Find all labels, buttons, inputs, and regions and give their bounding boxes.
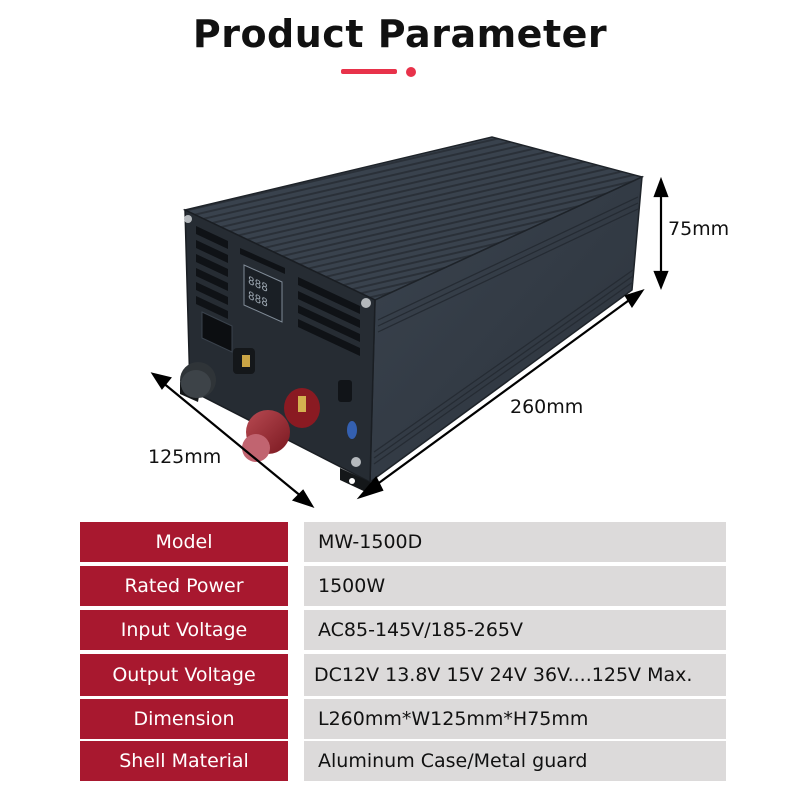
- spec-label: Shell Material: [80, 741, 288, 781]
- spec-label: Rated Power: [80, 566, 288, 606]
- spec-value: DC12V 13.8V 15V 24V 36V....125V Max.: [304, 654, 726, 696]
- case-front-panel: [184, 208, 376, 484]
- output-terminal: [242, 388, 320, 462]
- dimension-arrows: [150, 176, 669, 508]
- product-image: 888 888: [150, 136, 669, 508]
- spec-row-model: Model MW-1500D: [80, 522, 726, 562]
- voltmeter-display: [243, 264, 283, 323]
- spec-row-dimension: Dimension L260mm*W125mm*H75mm: [80, 699, 726, 739]
- width-dimension-label: 125mm: [148, 446, 222, 468]
- spec-value: AC85-145V/185-265V: [304, 610, 726, 650]
- spec-row-rated-power: Rated Power 1500W: [80, 566, 726, 606]
- adjust-knob: [180, 348, 255, 398]
- spec-value: 1500W: [304, 566, 726, 606]
- height-dimension-label: 75mm: [668, 218, 730, 240]
- spec-label: Input Voltage: [80, 610, 288, 650]
- spec-value: L260mm*W125mm*H75mm: [304, 699, 726, 739]
- spec-label: Dimension: [80, 699, 288, 739]
- spec-value: MW-1500D: [304, 522, 726, 562]
- spec-value: Aluminum Case/Metal guard: [304, 741, 726, 781]
- title-underline-bar: [341, 69, 397, 74]
- spec-row-input-voltage: Input Voltage AC85-145V/185-265V: [80, 610, 726, 650]
- ac-inlet: [201, 311, 233, 353]
- spec-row-shell-material: Shell Material Aluminum Case/Metal guard: [80, 741, 726, 781]
- spec-label: Output Voltage: [80, 654, 288, 696]
- page-title: Product Parameter: [192, 12, 608, 56]
- length-dimension-label: 260mm: [510, 396, 584, 418]
- spec-row-output-voltage: Output Voltage DC12V 13.8V 15V 24V 36V..…: [80, 654, 726, 696]
- title-underline-dot: [406, 67, 416, 77]
- spec-label: Model: [80, 522, 288, 562]
